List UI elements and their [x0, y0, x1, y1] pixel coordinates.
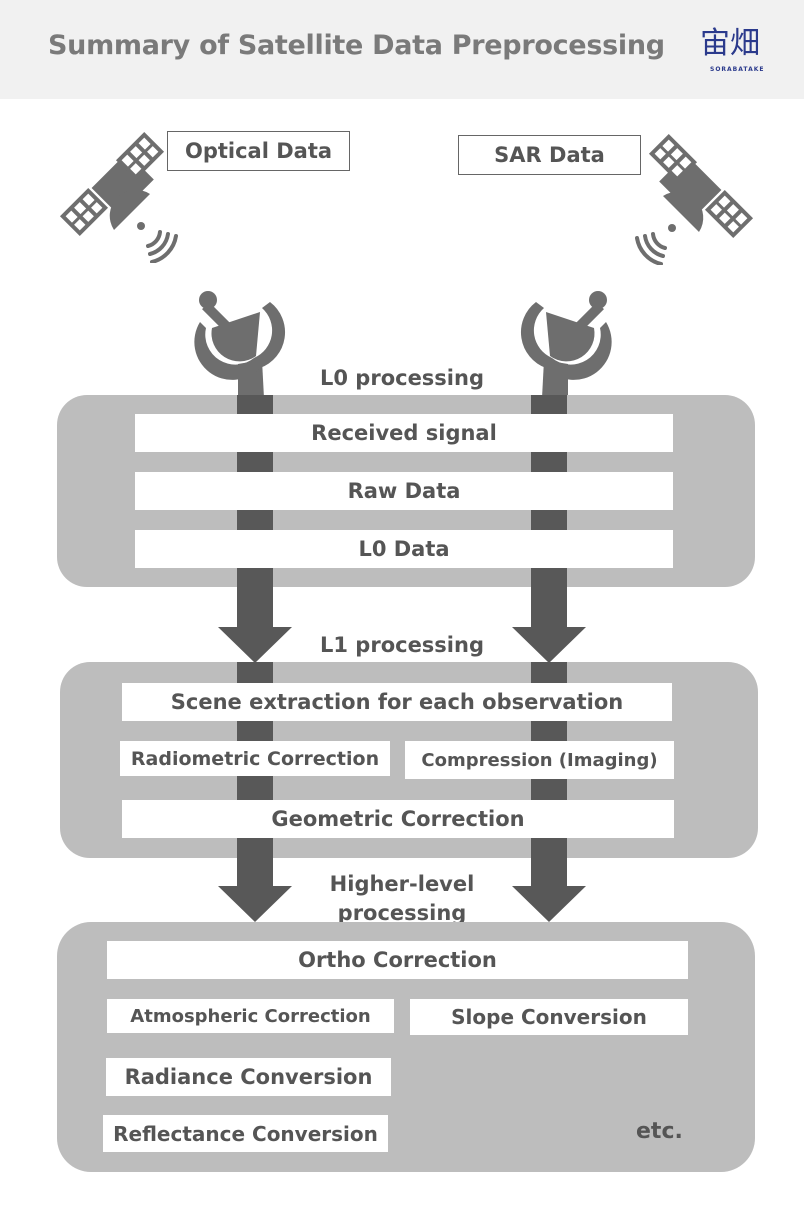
satellite-icon: [59, 131, 178, 263]
etc-label: etc.: [636, 1119, 683, 1144]
step-geometric-correction: Geometric Correction: [122, 800, 674, 838]
step-received-signal: Received signal: [135, 414, 673, 452]
l0-processing-label: L0 processing: [320, 366, 484, 390]
sar-data-label: SAR Data: [458, 135, 641, 175]
step-raw-data: Raw Data: [135, 472, 673, 510]
higher-level-processing-label: Higher-level processing: [302, 870, 502, 928]
satellite-dish-icon: [194, 291, 286, 398]
step-radiometric-correction: Radiometric Correction: [120, 741, 390, 776]
sorabatake-logo: 宙畑 SORABATAKE: [698, 26, 778, 78]
step-atmospheric-correction: Atmospheric Correction: [107, 999, 394, 1033]
higher-level-label-line1: Higher-level: [329, 872, 475, 896]
down-arrow-icon: [512, 587, 586, 663]
down-arrow-icon: [218, 587, 292, 663]
step-l0-data: L0 Data: [135, 530, 673, 568]
page-title: Summary of Satellite Data Preprocessing: [48, 30, 665, 61]
satellite-dish-icon: [520, 291, 612, 398]
satellite-icon: [635, 133, 754, 265]
down-arrow-icon: [512, 858, 586, 922]
step-compression-imaging: Compression (Imaging): [405, 741, 674, 779]
step-scene-extraction: Scene extraction for each observation: [122, 683, 672, 721]
optical-data-label: Optical Data: [167, 131, 350, 171]
step-ortho-correction: Ortho Correction: [107, 941, 688, 979]
logo-kanji: 宙畑: [700, 26, 760, 61]
step-reflectance-conversion: Reflectance Conversion: [103, 1115, 388, 1152]
step-radiance-conversion: Radiance Conversion: [106, 1058, 391, 1096]
down-arrow-icon: [218, 858, 292, 922]
header: Summary of Satellite Data Preprocessing …: [0, 0, 804, 99]
higher-level-label-line2: processing: [337, 901, 467, 925]
logo-subtitle: SORABATAKE: [710, 66, 765, 73]
l1-processing-label: L1 processing: [320, 633, 484, 657]
step-slope-conversion: Slope Conversion: [410, 999, 688, 1035]
